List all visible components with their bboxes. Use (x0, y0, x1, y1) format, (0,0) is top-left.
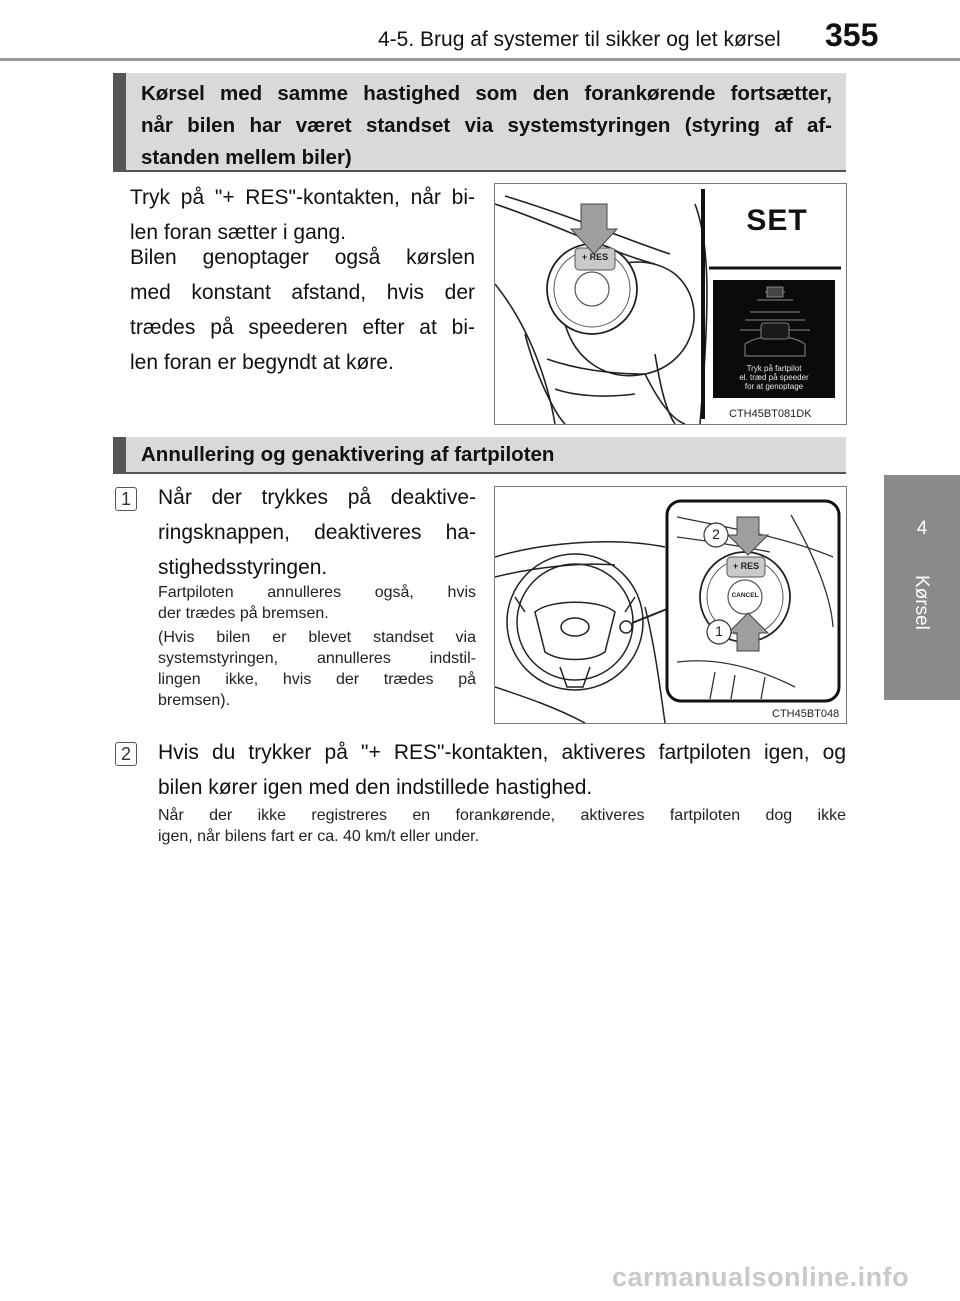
figure-cancel-res-switch: + RES CANCEL 2 1 CTH45BT048 (494, 486, 847, 724)
res-button-label: + RES (732, 561, 760, 571)
display-resume-message: Tryk på fartpilot el. træd på speeder fo… (713, 364, 835, 391)
section-heading-underline (113, 170, 846, 172)
step-1-line: ringsknappen, deaktiveres ha- (158, 521, 476, 544)
note-line: Når der ikke registreres en forankørende… (158, 807, 846, 824)
chapter-label-container: Kørsel (884, 575, 960, 675)
paragraph-line: Bilen genoptager også kørslen (130, 246, 475, 269)
note-line: lingen ikke, hvis der trædes på (158, 671, 476, 688)
steering-wheel-cancel-illustration (495, 499, 841, 723)
cancel-button-label: CANCEL (731, 592, 759, 599)
callout-2: 2 (712, 526, 720, 542)
chapter-label: Kørsel (911, 575, 932, 630)
chapter-side-tab (884, 475, 960, 700)
paragraph-press-res: Tryk på "+ RES"-kontakten, når bi- len f… (130, 180, 475, 250)
header-divider (0, 58, 960, 61)
display-message-line: Tryk på fartpilot (746, 364, 802, 373)
watermark-text: carmanualsonline.info (612, 1262, 910, 1292)
section-heading-line: standen mellem biler) (141, 146, 352, 169)
figure-res-switch-display: + RES SET Tryk på fartpilot el. træd på … (494, 183, 847, 425)
note-line: systemstyringen, annulleres indstil- (158, 650, 476, 667)
running-header-section-title: 4-5. Brug af systemer til sikker og let … (378, 28, 781, 51)
section-heading-resume-following: Kørsel med samme hastighed som den foran… (113, 73, 846, 170)
step-2-badge: 2 (115, 742, 137, 766)
note-line: (Hvis bilen er blevet standset via (158, 629, 476, 646)
paragraph-line: len foran er begyndt at køre. (130, 351, 394, 374)
note-line: Fartpiloten annulleres også, hvis (158, 584, 476, 601)
callout-1: 1 (715, 623, 723, 639)
note-line: der trædes på bremsen. (158, 605, 329, 622)
section-heading-cancel-reactivate: Annullering og genaktivering af fartpilo… (113, 437, 846, 472)
step-2-note: Når der ikke registreres en forankørende… (158, 805, 846, 847)
paragraph-line: Tryk på "+ RES"-kontakten, når bi- (130, 186, 475, 209)
step-2-text: Hvis du trykker på "+ RES"-kontakten, ak… (158, 735, 846, 805)
step-1-note-brake: Fartpiloten annulleres også, hvis der tr… (158, 582, 476, 624)
section-heading-underline (113, 472, 846, 474)
section-heading-line: når bilen har været standset via systems… (141, 114, 832, 137)
display-message-line: el. træd på speeder (739, 373, 809, 382)
step-2-line: Hvis du trykker på "+ RES"-kontakten, ak… (158, 741, 846, 764)
note-line: bremsen). (158, 692, 231, 709)
section-heading-text: Annullering og genaktivering af fartpilo… (141, 443, 555, 466)
note-line: igen, når bilens fart er ca. 40 km/t ell… (158, 828, 480, 845)
step-1-badge: 1 (115, 487, 137, 511)
step-1-line: stighedsstyringen. (158, 556, 328, 579)
figure-code: CTH45BT048 (772, 708, 840, 720)
display-set-text: SET (746, 204, 808, 237)
res-button-label: + RES (581, 252, 609, 262)
section-heading-accent (113, 73, 126, 170)
chapter-number: 4 (916, 518, 928, 539)
steering-wheel-res-illustration (495, 189, 841, 424)
step-1-text: Når der trykkes på deaktive- ringsknappe… (158, 480, 476, 585)
paragraph-line: len foran sætter i gang. (130, 221, 346, 244)
step-2-line: bilen kører igen med den indstillede has… (158, 776, 593, 799)
section-heading-line: Kørsel med samme hastighed som den foran… (141, 82, 832, 105)
paragraph-line: trædes på speederen efter at bi- (130, 316, 475, 339)
step-1-line: Når der trykkes på deaktive- (158, 486, 476, 509)
display-message-line: for at genoptage (744, 382, 804, 391)
step-1-note-stopped: (Hvis bilen er blevet standset via syste… (158, 627, 476, 711)
page-number: 355 (825, 17, 879, 53)
section-heading-accent (113, 437, 126, 472)
paragraph-accelerator-resume: Bilen genoptager også kørslen med konsta… (130, 240, 475, 380)
figure-code: CTH45BT081DK (729, 408, 812, 420)
paragraph-line: med konstant afstand, hvis der (130, 281, 475, 304)
